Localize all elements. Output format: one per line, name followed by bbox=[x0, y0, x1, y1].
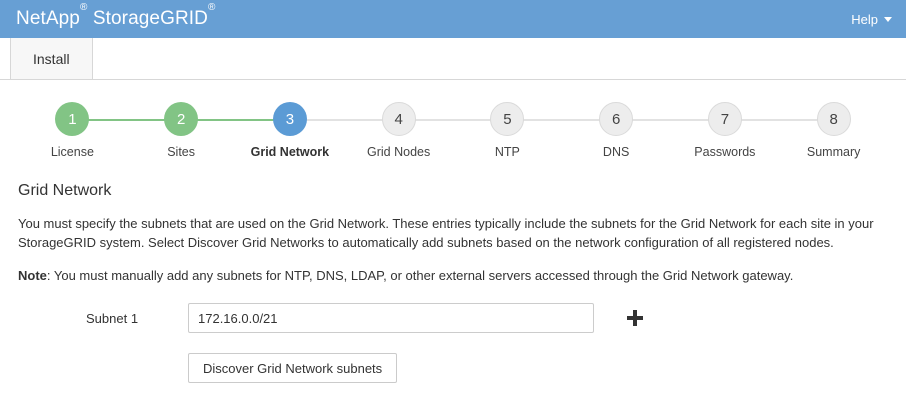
discover-button-row: Discover Grid Network subnets bbox=[18, 353, 888, 383]
brand-name: NetApp bbox=[16, 8, 80, 29]
note-body: : You must manually add any subnets for … bbox=[46, 268, 794, 283]
app-header: NetApp® StorageGRID® Help bbox=[0, 0, 906, 38]
main-content: Grid Network You must specify the subnet… bbox=[0, 168, 906, 383]
help-menu[interactable]: Help bbox=[851, 12, 892, 27]
step-ntp-circle: 5 bbox=[490, 102, 525, 136]
step-connector-7 bbox=[724, 119, 834, 121]
tab-install[interactable]: Install bbox=[10, 38, 93, 79]
step-grid-network[interactable]: 3 Grid Network bbox=[236, 102, 399, 159]
step-sites-label: Sites bbox=[167, 145, 196, 159]
step-passwords[interactable]: 7 Passwords bbox=[671, 102, 834, 159]
tab-strip: Install bbox=[0, 38, 906, 80]
step-grid-nodes-circle: 4 bbox=[381, 102, 416, 136]
brand-product-registered: ® bbox=[208, 2, 216, 14]
step-sites[interactable]: 2 Sites bbox=[127, 102, 290, 159]
plus-icon bbox=[627, 310, 643, 326]
step-license-circle: 1 bbox=[55, 102, 90, 136]
step-grid-nodes-number: 4 bbox=[394, 110, 403, 128]
step-grid-nodes[interactable]: 4 Grid Nodes bbox=[344, 102, 508, 159]
step-connector-2 bbox=[181, 119, 290, 121]
step-passwords-label: Passwords bbox=[694, 145, 756, 159]
step-connector-3 bbox=[289, 119, 399, 121]
step-ntp-label: NTP bbox=[494, 145, 520, 159]
step-passwords-number: 7 bbox=[720, 110, 730, 128]
step-sites-number: 2 bbox=[176, 110, 186, 128]
step-dns-number: 6 bbox=[611, 110, 621, 128]
step-grid-nodes-label: Grid Nodes bbox=[367, 145, 431, 159]
brand-name-registered: ® bbox=[79, 2, 88, 14]
brand-title: NetApp® StorageGRID® bbox=[16, 2, 215, 30]
step-ntp[interactable]: 5 NTP bbox=[453, 102, 617, 159]
note-text: Note: You must manually add any subnets … bbox=[18, 266, 888, 285]
step-sites-circle: 2 bbox=[164, 102, 199, 136]
step-grid-network-number: 3 bbox=[285, 110, 295, 128]
subnet-label: Subnet 1 bbox=[86, 310, 139, 326]
step-connector-1 bbox=[72, 119, 182, 121]
step-grid-network-label: Grid Network bbox=[250, 145, 330, 159]
tab-install-label: Install bbox=[33, 50, 70, 67]
step-license-label: License bbox=[50, 145, 94, 159]
page-title: Grid Network bbox=[18, 182, 112, 199]
step-summary-circle: 8 bbox=[816, 102, 851, 136]
step-license[interactable]: 1 License bbox=[18, 102, 182, 159]
step-connector-4 bbox=[398, 119, 508, 121]
step-dns-circle: 6 bbox=[599, 102, 634, 136]
step-dns[interactable]: 6 DNS bbox=[562, 102, 725, 159]
install-progress-stepper: 1 License 2 Sites 3 Grid Network 4 Grid … bbox=[18, 102, 888, 168]
subnet-row: Subnet 1 bbox=[18, 303, 888, 333]
brand-product: StorageGRID bbox=[92, 8, 208, 29]
step-ntp-number: 5 bbox=[503, 110, 512, 128]
step-summary[interactable]: 8 Summary bbox=[779, 102, 888, 159]
step-passwords-circle: 7 bbox=[707, 102, 742, 136]
chevron-down-icon bbox=[884, 16, 892, 22]
step-dns-label: DNS bbox=[602, 145, 630, 159]
note-label: Note bbox=[18, 268, 47, 283]
discover-grid-network-subnets-button[interactable]: Discover Grid Network subnets bbox=[188, 353, 398, 383]
step-summary-label: Summary bbox=[806, 145, 861, 159]
step-summary-number: 8 bbox=[829, 110, 838, 128]
step-connector-5 bbox=[507, 119, 617, 121]
subnet-input[interactable] bbox=[188, 303, 594, 333]
step-grid-network-circle: 3 bbox=[272, 102, 307, 136]
help-menu-label: Help bbox=[851, 11, 878, 27]
description-text: You must specify the subnets that are us… bbox=[18, 216, 874, 250]
step-license-number: 1 bbox=[68, 110, 77, 128]
add-subnet-button[interactable] bbox=[624, 307, 646, 329]
step-connector-6 bbox=[616, 119, 725, 121]
